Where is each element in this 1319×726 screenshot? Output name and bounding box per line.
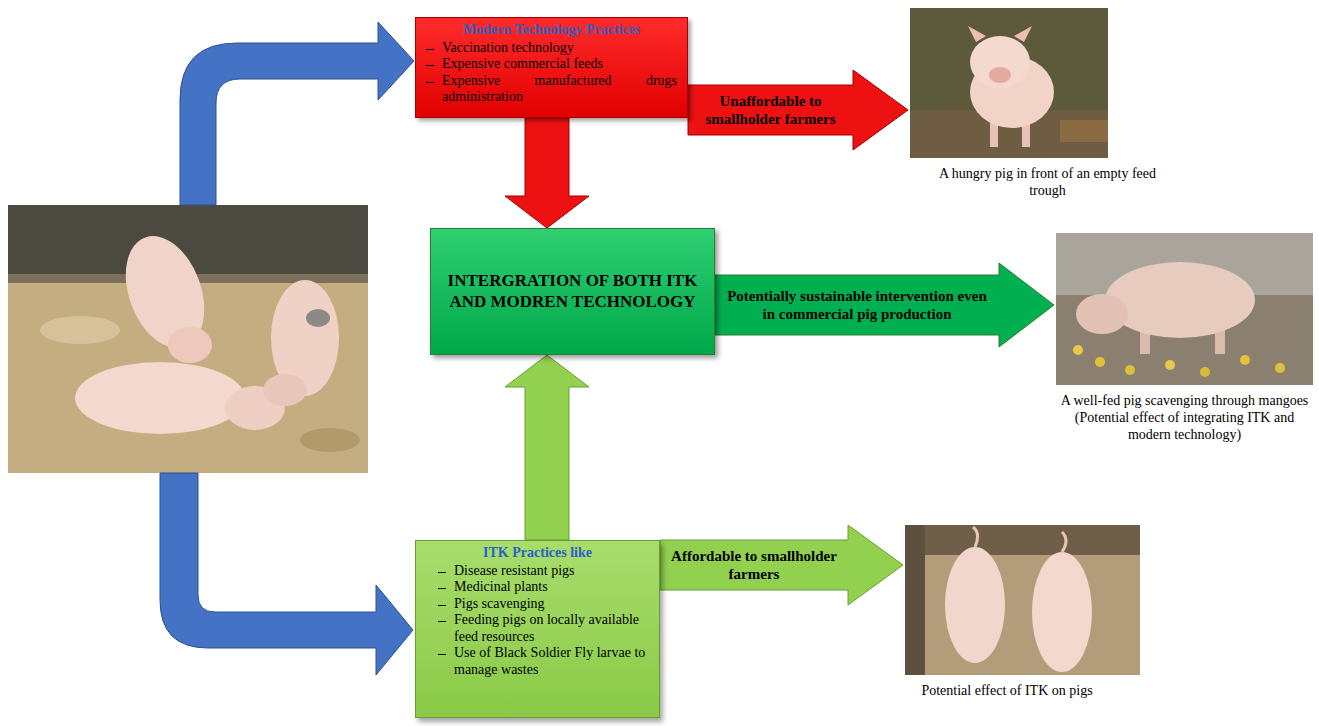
integration-box: INTERGRATION OF BOTH ITK AND MODREN TECH… [430, 228, 715, 355]
well-fed-pig-photo [1056, 233, 1313, 385]
bullet-dash [438, 621, 446, 622]
flow-arrow [160, 473, 413, 675]
bullet-row: Expensive manufactured drugs administrat… [426, 73, 677, 106]
box-title: INTERGRATION OF BOTH ITK AND MODREN TECH… [447, 271, 698, 312]
pig-body [945, 547, 1005, 663]
bullet-row: Disease resistant pigs [426, 563, 649, 580]
photo-panel: A hungry pig in front of an empty feed t… [910, 8, 1108, 200]
bullet-item: Vaccination technology [442, 40, 677, 57]
flow-arrow [180, 22, 414, 205]
box-heading: Modern Technology Practices [463, 22, 640, 37]
bullet-dash [438, 654, 446, 655]
pig-head [168, 327, 212, 363]
bullet-item: Pigs scavenging [454, 596, 649, 613]
photo-frame [1056, 233, 1313, 385]
block-arrow [688, 70, 908, 150]
heading-row: ITK Practices like [426, 545, 649, 562]
pig-head [263, 374, 307, 406]
pen-post [905, 525, 925, 675]
pig-figure [75, 362, 245, 434]
bullet-dash [426, 65, 434, 66]
pig-head [970, 36, 1030, 88]
photo-panel: A well-fed pig scavenging through mangoe… [1056, 233, 1313, 443]
bullet-dash [438, 588, 446, 589]
mango [1275, 363, 1285, 373]
block-arrow [505, 118, 589, 228]
bullet-item: Feeding pigs on locally available feed r… [454, 612, 649, 645]
arrow-label: Potentially sustainable intervention eve… [721, 287, 993, 323]
photo-caption: Potential effect of ITK on pigs [897, 683, 1117, 700]
mango [1200, 367, 1210, 377]
photo-frame [905, 525, 1140, 675]
feed-trough [1060, 120, 1108, 142]
arrow-label: Unaffordable to smallholder farmers [694, 92, 847, 128]
itk-pigs-photo [905, 525, 1140, 675]
pig-snout [989, 67, 1011, 83]
photo-panel: Potential effect of ITK on pigs [905, 525, 1140, 700]
arrow-label-box: Unaffordable to smallholder farmers [694, 92, 847, 128]
box-heading: ITK Practices like [483, 545, 592, 560]
mango [1125, 365, 1135, 375]
bullet-row: Use of Black Soldier Fly larvae to manag… [426, 645, 649, 678]
arrow-label-box: Affordable to smallholder farmers [666, 547, 842, 583]
bullet-row: Pigs scavenging [426, 596, 649, 613]
bullet-dash [438, 605, 446, 606]
bullet-dash [438, 572, 446, 573]
block-arrow [715, 263, 1054, 347]
bullet-dash [426, 82, 434, 83]
bullet-item: Use of Black Soldier Fly larvae to manag… [454, 645, 649, 678]
photo-floor [905, 525, 1140, 675]
pig-spot [306, 309, 330, 327]
bullet-item: Medicinal plants [454, 579, 649, 596]
mango [1073, 345, 1083, 355]
pig-tails [973, 527, 1066, 552]
floor-patch [40, 316, 120, 344]
pig-ears [968, 26, 1032, 42]
mango [1165, 360, 1175, 370]
pig-body [1032, 552, 1092, 672]
heading-row: Modern Technology Practices [426, 22, 677, 39]
photo-caption: A well-fed pig scavenging through mangoe… [1056, 393, 1313, 443]
practice-box: ITK Practices likeDisease resistant pigs… [415, 540, 660, 718]
arrow-label: Affordable to smallholder farmers [666, 547, 842, 583]
pen-boards [905, 525, 1140, 555]
mango [1095, 357, 1105, 367]
practice-box: Modern Technology PracticesVaccination t… [415, 17, 688, 118]
photo-caption: A hungry pig in front of an empty feed t… [920, 166, 1175, 200]
bullet-row: Expensive commercial feeds [426, 56, 677, 73]
block-arrow [660, 525, 903, 605]
photo-frame [910, 8, 1108, 158]
arrow-label-box: Potentially sustainable intervention eve… [721, 287, 993, 323]
pen-photo [8, 205, 368, 473]
pig-head [1076, 294, 1128, 334]
bullet-item: Expensive manufactured drugs administrat… [442, 73, 677, 106]
bullet-row: Medicinal plants [426, 579, 649, 596]
mango [1240, 355, 1250, 365]
hungry-pig-photo [910, 8, 1108, 158]
photo-ground [910, 8, 1108, 158]
photo-ground [1056, 233, 1313, 385]
floor-patch [300, 428, 360, 452]
bullet-item: Expensive commercial feeds [442, 56, 677, 73]
bullet-row: Vaccination technology [426, 40, 677, 57]
bullet-dash [426, 49, 434, 50]
pig-body [1105, 262, 1255, 338]
photo-floor [8, 205, 368, 473]
bullet-item: Disease resistant pigs [454, 563, 649, 580]
block-arrow [505, 355, 589, 540]
bullet-row: Feeding pigs on locally available feed r… [426, 612, 649, 645]
